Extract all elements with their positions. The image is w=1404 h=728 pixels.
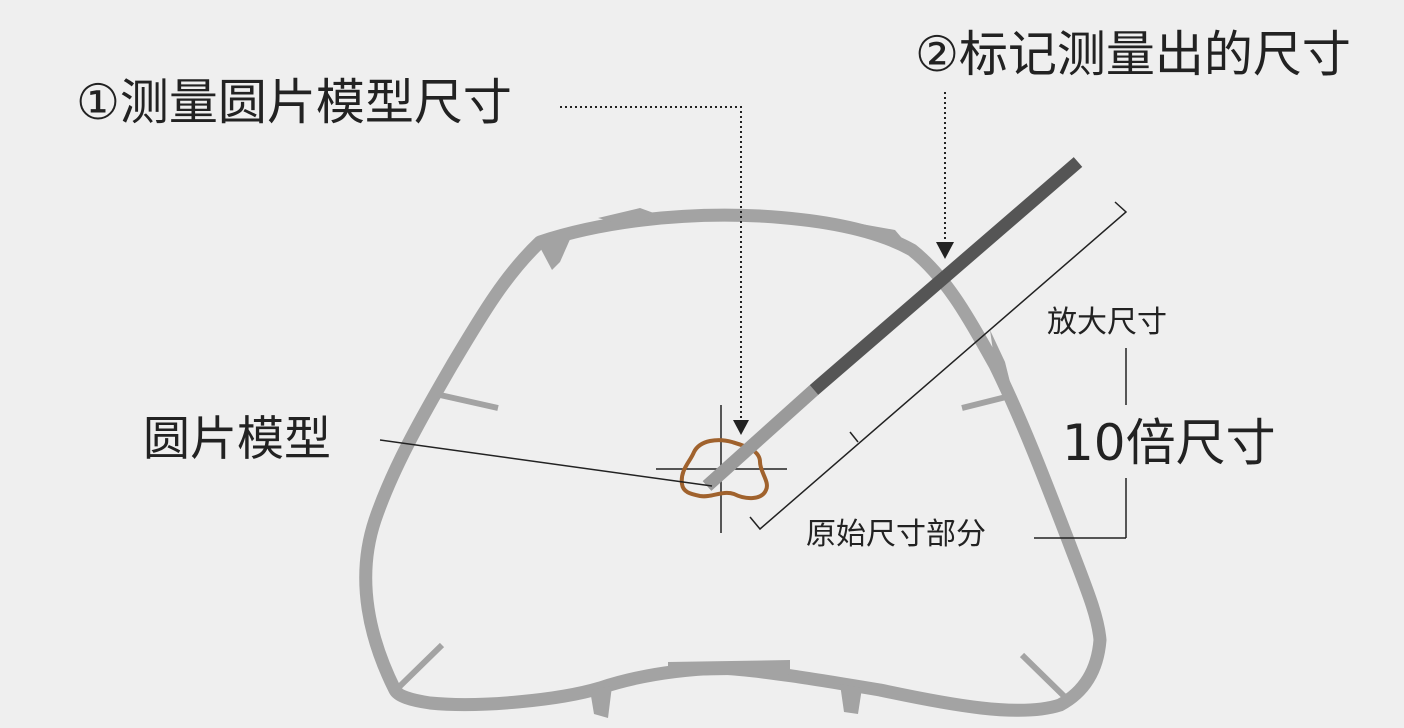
- dimension-line: [749, 201, 1128, 531]
- disc-model-label: 圆片模型: [143, 412, 331, 467]
- step1-label: ①测量圆片模型尺寸: [76, 74, 512, 131]
- step1-dotted-leader: [560, 106, 742, 420]
- ruler-dark-part: [809, 157, 1083, 395]
- arch-tick-right: [961, 393, 1011, 411]
- arch-bump-left: [535, 228, 575, 270]
- dimension-divider-tick: [849, 431, 859, 443]
- disc-model-leader: [379, 439, 713, 487]
- arch-outline: [359, 208, 1107, 717]
- original-size-part-label: 原始尺寸部分: [806, 517, 986, 552]
- ten-times-size-label: 10倍尺寸: [1062, 414, 1276, 472]
- arch-tick-bottom-right: [1019, 652, 1071, 703]
- arch-bump-bottom-right: [840, 684, 862, 714]
- arch-bump-right: [850, 222, 912, 250]
- arch-bump-bottom: [668, 660, 790, 676]
- arch-tick-bottom-left: [395, 642, 445, 691]
- step2-label: ②标记测量出的尺寸: [915, 26, 1351, 83]
- arch-bump-right2: [990, 330, 1012, 390]
- step1-arrowhead: [733, 420, 749, 435]
- arch-bump-bottom-left: [590, 686, 612, 718]
- enlarged-size-label: 放大尺寸: [1047, 305, 1167, 340]
- arch-tick-left: [439, 392, 499, 411]
- arch-bump-top: [598, 208, 662, 224]
- ruler-light-part: [702, 385, 819, 491]
- step2-arrowhead: [936, 242, 954, 259]
- disc-model-shape: [679, 438, 769, 501]
